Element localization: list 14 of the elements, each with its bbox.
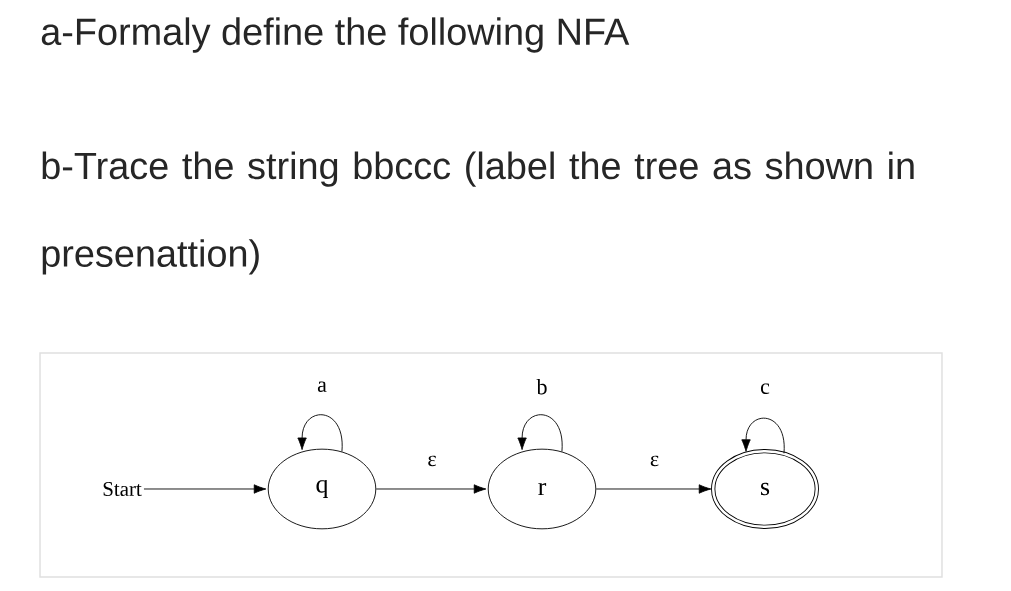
edge-label: ε [426,454,438,468]
arrow [297,414,343,452]
instruction-text: b-Trace the string bbccc (label the tree as shown in presenattion) [42,151,914,275]
edge-label: ε [648,454,661,468]
arrow [595,484,712,494]
arrow [741,417,785,454]
arrow [375,484,487,494]
edge-label: b [535,378,549,396]
arrow [143,484,267,494]
edge-label: c [759,382,771,395]
arrow [517,414,563,452]
start-label: Start [103,481,142,496]
edge-label: a [316,380,328,393]
instruction-text: a-Formaly define the following NFA [41,17,630,53]
